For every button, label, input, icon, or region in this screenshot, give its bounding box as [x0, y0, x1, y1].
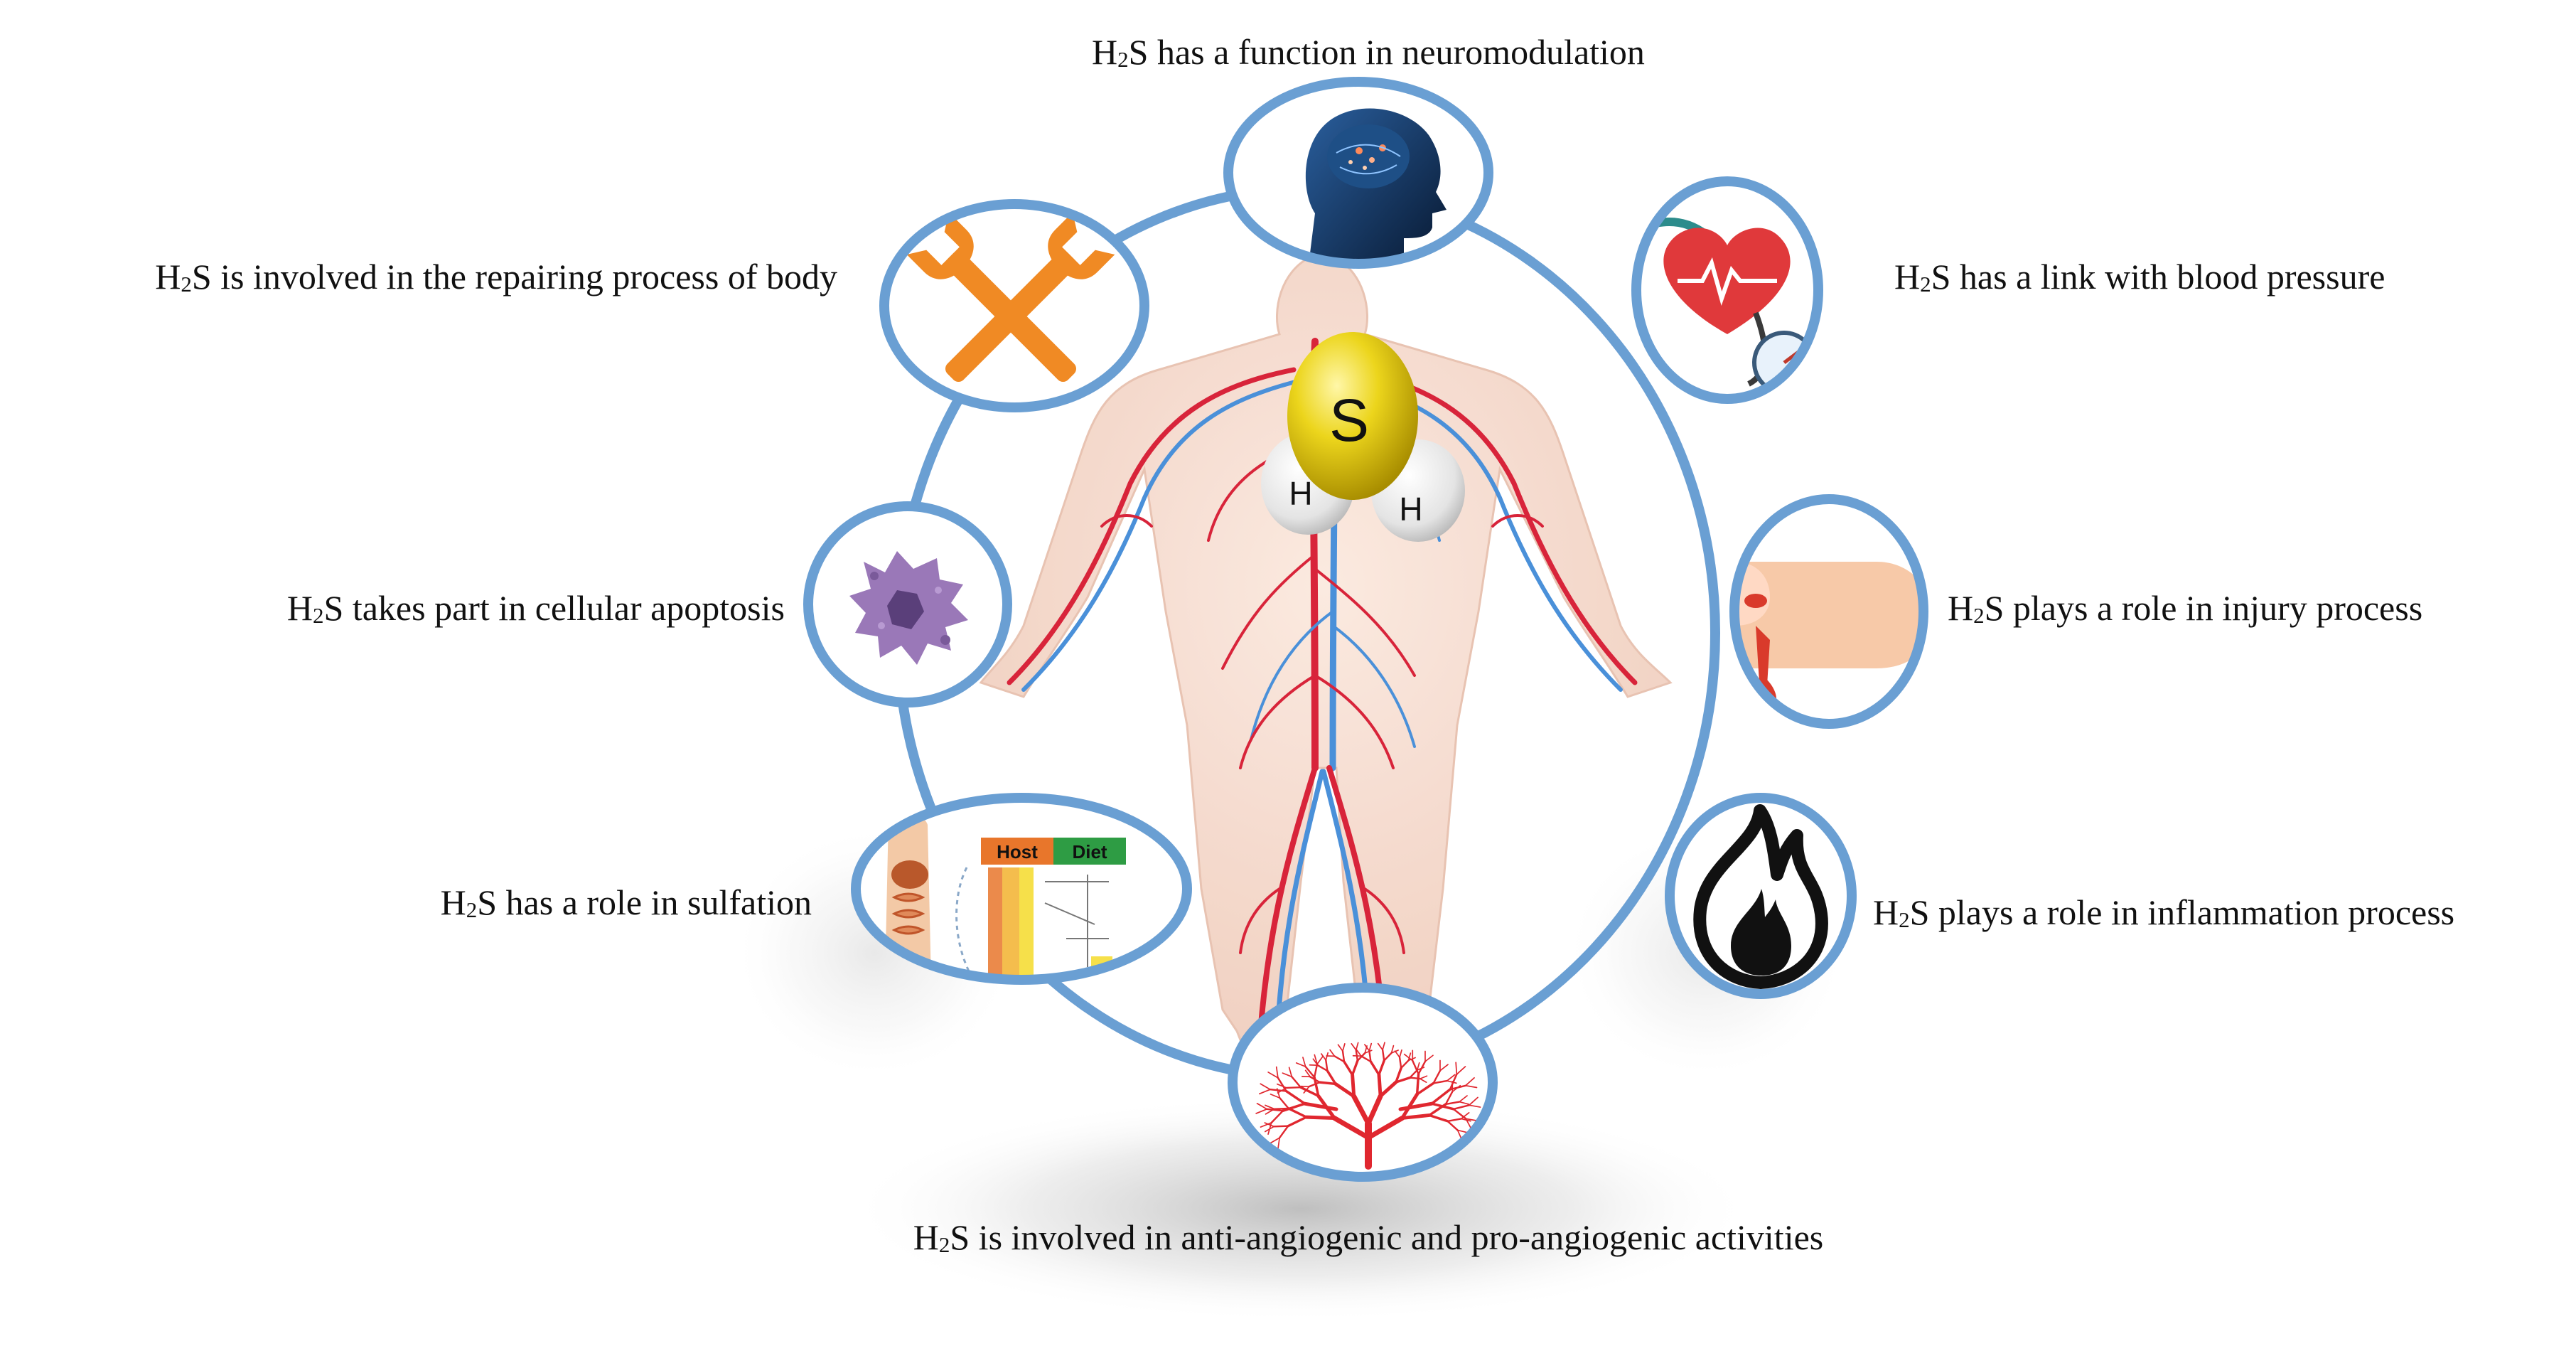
node-inflammation [1670, 798, 1852, 994]
caption-injury: H2S plays a role in injury process [1948, 590, 2422, 626]
node-angiogenesis [1233, 988, 1493, 1177]
caption-angiogenesis: H2S is involved in anti-angiogenic and p… [913, 1219, 1823, 1255]
hydrogen-label-left: H [1289, 475, 1312, 512]
node-injury [1720, 499, 1933, 724]
caption-neuromodulation: H2S has a function in neuromodulation [1092, 34, 1645, 70]
node-neuromodulation [1223, 78, 1493, 270]
hydrogen-label-right: H [1399, 491, 1422, 528]
caption-sulfation: H2S has a role in sulfation [441, 885, 812, 920]
vessel-segment [1379, 1074, 1380, 1096]
vessel-segment [1306, 1117, 1335, 1118]
node-blood-pressure [1619, 181, 1818, 399]
caption-apoptosis: H2S takes part in cellular apoptosis [287, 590, 785, 626]
vessel-segment [1287, 1087, 1301, 1088]
node-apoptosis [808, 506, 1007, 703]
caption-blood-pressure: H2S has a link with blood pressure [1894, 259, 2385, 294]
caption-repair: H2S is involved in the repairing process… [155, 259, 837, 294]
vessel-segment [1320, 1082, 1336, 1084]
diet-label: Diet [1072, 841, 1107, 862]
vessel-segment [1274, 1126, 1288, 1127]
sulfur-label: S [1329, 387, 1369, 454]
vessel-segment [1353, 1075, 1354, 1096]
host-label: Host [997, 841, 1038, 862]
caption-inflammation: H2S plays a role in inflammation process [1873, 894, 2454, 930]
node-repair [884, 204, 1144, 407]
vessel-segment [1417, 1074, 1419, 1094]
